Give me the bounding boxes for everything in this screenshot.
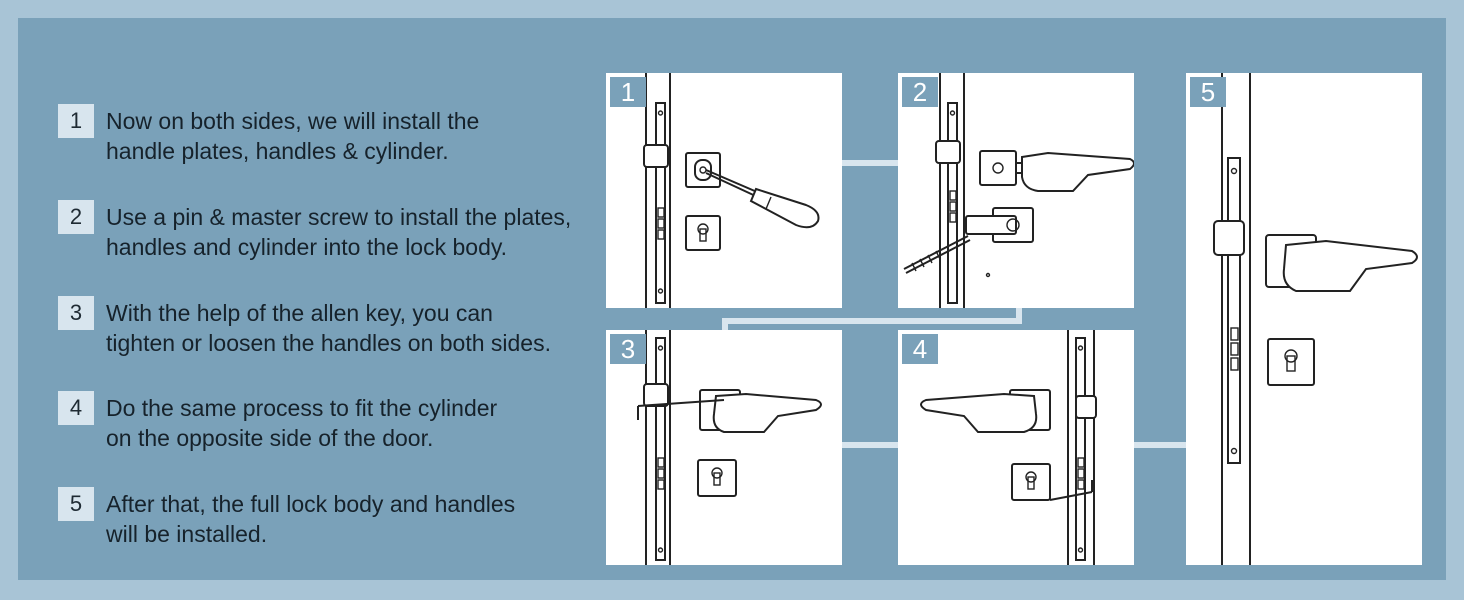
panel-2: 2 [898, 73, 1134, 308]
step-text-line: tighten or loosen the handles on both si… [106, 330, 551, 356]
step-text: Use a pin & master screw to install the … [106, 202, 636, 262]
screwdriver-illustration [643, 73, 820, 308]
installed-lock-illustration [1213, 73, 1418, 565]
pin-and-screw-illustration [903, 73, 1134, 308]
panel-label: 4 [902, 334, 938, 364]
connector-2-3-drop [1016, 306, 1022, 324]
step-text: Do the same process to fit the cylinder … [106, 393, 636, 453]
step-number: 1 [58, 104, 94, 138]
step-text-line: handle plates, handles & cylinder. [106, 138, 449, 164]
step-number: 2 [58, 200, 94, 234]
step-text-line: will be installed. [106, 521, 268, 547]
panel-3: 3 [606, 330, 842, 565]
panel-1: 1 [606, 73, 842, 308]
connector-2-3 [722, 318, 1022, 324]
step-text-line: Use a pin & master screw to install the … [106, 204, 572, 230]
panel-label: 5 [1190, 77, 1226, 107]
step-number: 3 [58, 296, 94, 330]
panel-5: 5 [1186, 73, 1422, 565]
step-text: With the help of the allen key, you can … [106, 298, 636, 358]
step-number: 4 [58, 391, 94, 425]
step-text-line: handles and cylinder into the lock body. [106, 234, 508, 260]
connector-3-4 [840, 442, 900, 448]
step-text-line: Do the same process to fit the cylinder [106, 395, 498, 421]
step-text-line: Now on both sides, we will install the [106, 108, 480, 134]
opposite-side-illustration [920, 330, 1097, 565]
step-text-line: After that, the full lock body and handl… [106, 491, 516, 517]
allen-key-illustration [637, 330, 822, 565]
panel-label: 3 [610, 334, 646, 364]
panel-label: 1 [610, 77, 646, 107]
connector-2-3-rise [722, 318, 728, 332]
connector-4-5 [1132, 442, 1188, 448]
step-number: 5 [58, 487, 94, 521]
panel-4: 4 [898, 330, 1134, 565]
step-text: Now on both sides, we will install the h… [106, 106, 636, 166]
step-text: After that, the full lock body and handl… [106, 489, 636, 549]
step-text-line: With the help of the allen key, you can [106, 300, 493, 326]
connector-1-2 [840, 160, 900, 166]
instructions-frame: 1 Now on both sides, we will install the… [18, 18, 1446, 580]
step-text-line: on the opposite side of the door. [106, 425, 434, 451]
panel-label: 2 [902, 77, 938, 107]
